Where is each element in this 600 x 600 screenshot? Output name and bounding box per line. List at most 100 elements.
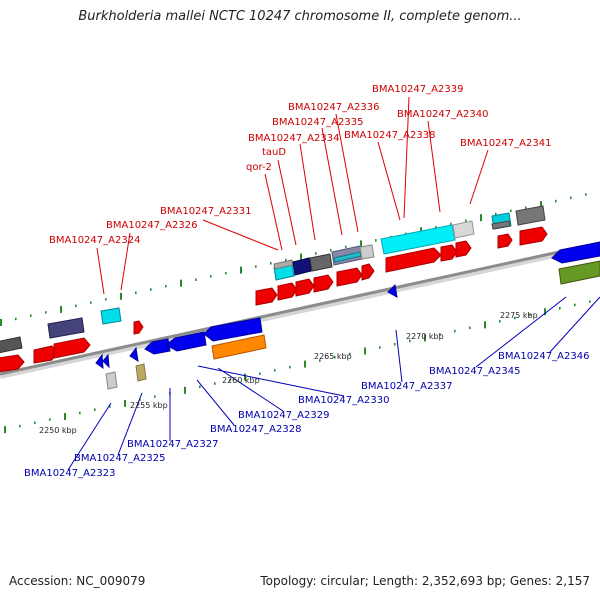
gene-arrow[interactable] — [165, 331, 207, 352]
gene-block[interactable] — [309, 253, 333, 272]
major-tick — [64, 413, 66, 421]
gene-label-a2339[interactable]: BMA10247_A2339 — [372, 84, 463, 95]
gene-arrow[interactable] — [255, 287, 278, 306]
gene-label-a2323[interactable]: BMA10247_A2323 — [24, 468, 115, 479]
tick-label-2270: 2270 kbp — [406, 332, 444, 341]
label-connector — [427, 120, 441, 213]
gene-label-taud[interactable]: tauD — [262, 147, 286, 158]
major-tick — [180, 279, 182, 287]
rev-outer-row — [105, 260, 600, 390]
minor-tick — [289, 365, 291, 369]
minor-tick — [225, 271, 227, 275]
gene-block[interactable] — [211, 334, 267, 360]
minor-tick — [574, 303, 576, 307]
gene-block[interactable] — [100, 307, 122, 325]
minor-tick — [349, 352, 351, 356]
gene-label-a2335[interactable]: BMA10247_A2335 — [272, 117, 363, 128]
gene-block[interactable] — [452, 220, 475, 239]
gene-label-a2346[interactable]: BMA10247_A2346 — [498, 351, 589, 362]
minor-tick — [30, 314, 32, 317]
minor-tick — [45, 311, 47, 314]
gene-arrow[interactable] — [33, 345, 57, 364]
gene-label-a2330[interactable]: BMA10247_A2330 — [298, 395, 389, 406]
gene-arrow[interactable] — [53, 337, 91, 359]
major-tick — [4, 426, 6, 434]
major-tick — [300, 253, 302, 261]
minor-tick — [559, 306, 561, 310]
gene-label-a2325[interactable]: BMA10247_A2325 — [74, 453, 165, 464]
gene-arrow[interactable] — [95, 353, 104, 370]
gene-block[interactable] — [0, 336, 23, 354]
gene-label-a2326[interactable]: BMA10247_A2326 — [106, 220, 197, 231]
label-connector — [335, 113, 359, 233]
fwd-inner-row — [0, 226, 548, 373]
minor-tick — [214, 382, 216, 385]
minor-tick — [330, 248, 332, 252]
major-tick — [480, 214, 482, 222]
label-connector — [117, 392, 143, 456]
top-labels: BMA10247_A2339 BMA10247_A2336 BMA10247_A… — [49, 84, 551, 246]
minor-tick — [150, 288, 152, 291]
gene-label-qor-2[interactable]: qor-2 — [246, 162, 272, 173]
feature-track — [0, 205, 600, 390]
gene-label-a2337[interactable]: BMA10247_A2337 — [361, 381, 452, 392]
gene-label-a2345[interactable]: BMA10247_A2345 — [429, 366, 520, 377]
label-connector — [475, 296, 567, 368]
gene-block[interactable] — [515, 205, 546, 226]
minor-tick — [109, 405, 111, 408]
minor-tick — [555, 199, 557, 203]
minor-tick — [450, 222, 452, 226]
gene-block[interactable] — [47, 317, 85, 339]
gene-arrow[interactable] — [313, 274, 334, 293]
top-label-connectors — [96, 96, 489, 295]
gene-label-a2334[interactable]: BMA10247_A2334 — [248, 133, 339, 144]
gene-arrow[interactable] — [497, 233, 513, 249]
gene-arrow[interactable] — [102, 353, 110, 369]
gene-arrow[interactable] — [385, 247, 442, 273]
gene-arrow[interactable] — [203, 317, 263, 342]
gene-label-a2336[interactable]: BMA10247_A2336 — [288, 102, 379, 113]
minor-tick — [319, 359, 321, 362]
gene-arrow[interactable] — [129, 346, 139, 363]
gene-arrow[interactable] — [277, 282, 298, 301]
gene-arrow[interactable] — [440, 244, 458, 262]
gene-arrow[interactable] — [551, 241, 600, 264]
gene-label-a2329[interactable]: BMA10247_A2329 — [238, 410, 329, 421]
gene-block[interactable] — [380, 224, 456, 255]
gene-arrow[interactable] — [361, 263, 375, 281]
tick-label-2275: 2275 kbp — [500, 311, 538, 320]
minor-tick — [274, 369, 276, 372]
minor-tick — [510, 209, 512, 213]
major-tick — [304, 360, 306, 368]
minor-tick — [49, 418, 51, 421]
gene-label-a2338[interactable]: BMA10247_A2338 — [344, 130, 435, 141]
gene-block[interactable] — [292, 257, 312, 276]
gene-label-a2341[interactable]: BMA10247_A2341 — [460, 138, 551, 149]
label-connector — [321, 127, 343, 236]
gene-block[interactable] — [135, 363, 147, 382]
gene-label-a2340[interactable]: BMA10247_A2340 — [397, 109, 488, 120]
gene-block[interactable] — [558, 260, 600, 285]
gene-arrow[interactable] — [336, 267, 363, 287]
label-connector — [377, 141, 401, 221]
label-connector — [196, 379, 235, 426]
gene-block[interactable] — [359, 244, 375, 260]
minor-tick — [589, 300, 591, 303]
gene-label-a2331[interactable]: BMA10247_A2331 — [160, 206, 251, 217]
gene-arrow[interactable] — [519, 226, 548, 246]
gene-block[interactable] — [491, 220, 511, 230]
gene-label-a2324[interactable]: BMA10247_A2324 — [49, 235, 140, 246]
gene-label-a2328[interactable]: BMA10247_A2328 — [210, 424, 301, 435]
major-tick — [184, 386, 186, 394]
gene-label-a2327[interactable]: BMA10247_A2327 — [127, 439, 218, 450]
gene-arrow[interactable] — [455, 240, 472, 258]
label-connector — [120, 232, 131, 291]
gene-arrow[interactable] — [295, 278, 315, 297]
gene-arrow[interactable] — [0, 354, 25, 373]
gene-block[interactable] — [105, 371, 118, 390]
label-connector — [469, 149, 489, 205]
gene-arrow[interactable] — [133, 320, 144, 335]
gene-arrow[interactable] — [387, 283, 398, 298]
